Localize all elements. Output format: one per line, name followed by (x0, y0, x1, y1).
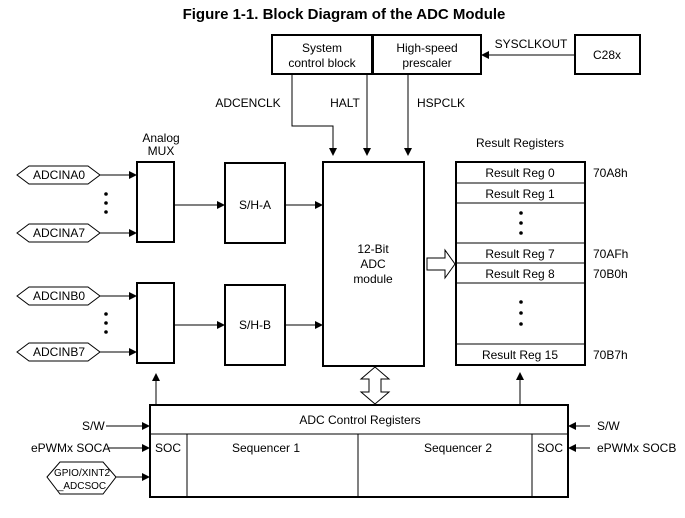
result-reg-8: Result Reg 8 (485, 267, 555, 281)
input-adcinb7: ADCINB7 (16, 342, 137, 362)
result-reg-ellipsis-2 (519, 300, 523, 326)
adc-module-block: 12-Bit ADC module (322, 161, 425, 367)
adc-control-registers-block: ADC Control Registers SOC Sequencer 1 Se… (149, 404, 569, 498)
sequencer-1-label: Sequencer 1 (232, 441, 300, 455)
mux-b-block (136, 282, 175, 364)
result-reg-7: Result Reg 7 (485, 247, 555, 261)
mux-a-block (136, 161, 175, 243)
result-registers-block: Result Reg 0 Result Reg 1 Result Reg 7 R… (455, 161, 586, 366)
adcinb7-label: ADCINB7 (33, 345, 85, 359)
result-reg-1: Result Reg 1 (485, 187, 555, 201)
result-reg-ellipsis-1 (519, 211, 523, 235)
halt-label: HALT (330, 96, 360, 110)
system-control-label-2: control block (288, 56, 356, 70)
adc-control-bidir-arrow (359, 366, 391, 405)
gpio-xint2-adcsoc-pin: GPIO/XINT2 _ADCSOC (46, 461, 150, 495)
adc-label-1: 12-Bit (357, 242, 389, 256)
adc-to-results-arrow (426, 248, 456, 280)
prescaler-label-1: High-speed (396, 41, 457, 55)
input-adcina0: ADCINA0 (16, 165, 137, 185)
hspclk-label: HSPCLK (417, 96, 465, 110)
soc-right-label: SOC (537, 441, 563, 455)
addr-70b7: 70B7h (593, 348, 628, 362)
high-speed-prescaler-block: High-speed prescaler (372, 34, 482, 75)
input-adcinb0: ADCINB0 (16, 286, 137, 306)
sysclkout-label: SYSCLKOUT (495, 37, 568, 51)
soc-left-label: SOC (155, 441, 181, 455)
adcinb0-label: ADCINB0 (33, 289, 85, 303)
sw-left-label: S/W (82, 419, 105, 433)
sequencer-2-label: Sequencer 2 (424, 441, 492, 455)
adcenclk-line (291, 74, 337, 156)
sw-right-label: S/W (597, 419, 620, 433)
addr-70af: 70AFh (593, 247, 628, 261)
input-a-ellipsis (104, 192, 108, 214)
sha-label: S/H-A (239, 198, 271, 212)
input-adcina7: ADCINA7 (16, 223, 137, 243)
input-b-ellipsis (104, 312, 108, 334)
analog-mux-label-2: MUX (148, 144, 175, 158)
figure-title: Figure 1-1. Block Diagram of the ADC Mod… (183, 6, 506, 23)
addr-70b0: 70B0h (593, 267, 628, 281)
epwm-socb-label: ePWMx SOCB (597, 441, 676, 455)
addr-70a8: 70A8h (593, 166, 628, 180)
control-registers-title: ADC Control Registers (299, 413, 420, 427)
adc-label-3: module (353, 272, 393, 286)
sha-block: S/H-A (224, 162, 286, 244)
system-control-block: System control block (271, 34, 373, 75)
system-control-label-1: System (302, 41, 342, 55)
result-registers-title: Result Registers (476, 136, 564, 150)
gpio-label-1: GPIO/XINT2 (54, 468, 111, 479)
adcenclk-label: ADCENCLK (215, 96, 280, 110)
gpio-label-2: _ADCSOC (57, 481, 106, 492)
shb-block: S/H-B (224, 284, 286, 366)
analog-mux-label-1: Analog (142, 131, 179, 145)
adcina7-label: ADCINA7 (33, 226, 85, 240)
result-reg-15: Result Reg 15 (482, 348, 558, 362)
result-reg-0: Result Reg 0 (485, 166, 555, 180)
shb-label: S/H-B (239, 318, 271, 332)
epwm-soca-label: ePWMx SOCA (31, 441, 110, 455)
prescaler-label-2: prescaler (402, 56, 451, 70)
adcina0-label: ADCINA0 (33, 168, 85, 182)
adc-label-2: ADC (360, 257, 386, 271)
c28x-block: C28x (574, 34, 641, 75)
c28x-label: C28x (593, 48, 621, 62)
